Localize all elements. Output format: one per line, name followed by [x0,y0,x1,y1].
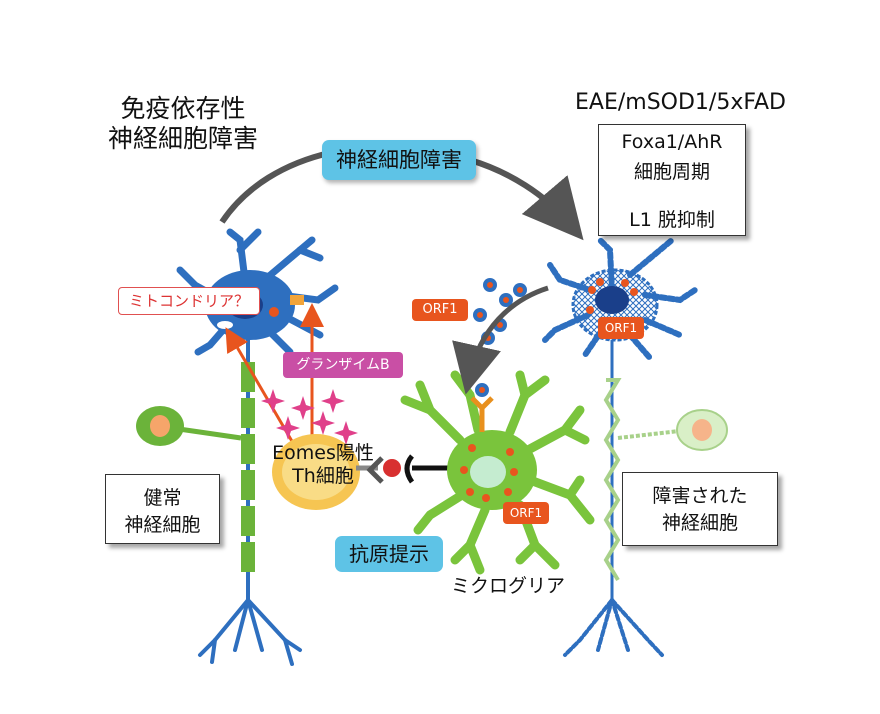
healthy-line2: 神経細胞 [124,514,201,536]
foxa-box: Foxa1/AhR 細胞周期 L1 脱抑制 [598,124,746,236]
antigen-presentation-pill: 抗原提示 [335,536,443,572]
neuronal-damage-pill: 神経細胞障害 [322,140,476,180]
granzyme-tag: グランザイムB [283,352,403,378]
orf1-tag-microglia: ORF1 [503,502,549,524]
damaged-line1: 障害された [652,485,748,507]
microglia-label: ミクログリア [450,575,565,597]
foxa-line3: L1 脱抑制 [629,209,715,231]
granzyme-sparkles [261,389,358,445]
title-disease-models: EAE/mSOD1/5xFAD [575,90,786,115]
damaged-neuron-box: 障害された 神経細胞 [622,472,778,546]
eomes-line2: Th細胞 [292,464,354,487]
healthy-neuron-box: 健常 神経細胞 [105,474,220,544]
th-cell [272,434,360,510]
healthy-line1: 健常 [143,487,182,509]
oligodendrocyte-left [136,406,242,446]
mitochondria-tag: ミトコンドリア？ [118,287,260,315]
damaged-line2: 神経細胞 [661,512,738,534]
eomes-line1: Eomes陽性 [272,442,374,464]
title-immune-dependent: 免疫依存性 神経細胞障害 [108,94,258,154]
foxa-line1: Foxa1/AhR [621,131,723,153]
orf1-tag-released: ORF1 [412,299,468,321]
title-left-line1: 免疫依存性 [120,94,246,123]
orf1-release-arrow [452,285,549,395]
orf1-particles [473,278,527,345]
title-left-line2: 神経細胞障害 [108,124,259,153]
oligodendrocyte-right [617,409,728,451]
eomes-th-label: Eomes陽性 Th細胞 [248,442,398,488]
orf1-tag-neuron: ORF1 [598,317,644,339]
foxa-line2: 細胞周期 [633,161,710,183]
